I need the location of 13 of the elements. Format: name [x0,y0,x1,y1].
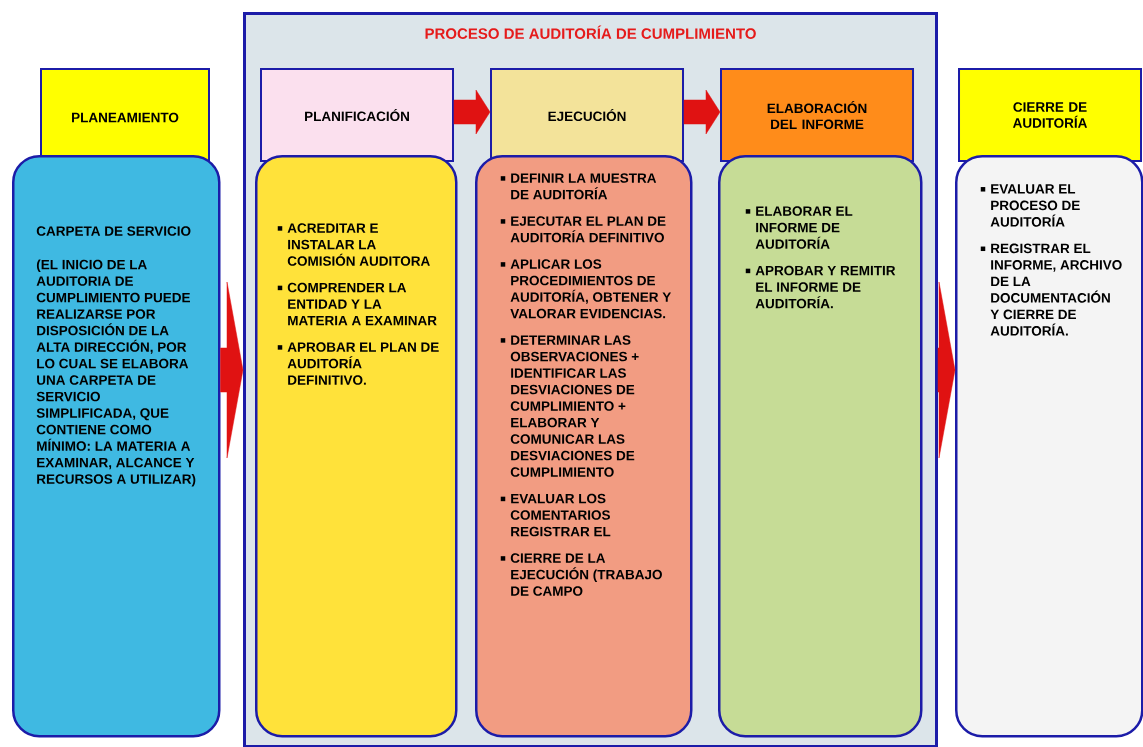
block-arrow [937,281,956,459]
header-box: PLANIFICACIÓN [260,68,454,162]
header-box: EJECUCIÓN [490,68,684,162]
content-box: CARPETA DE SERVICIO (EL INICIO DE LA AUDITORIA DE CUMPLIMIENTO PUEDE REALIZARSE POR DISPOSICIÓN DE LA ALTA DIRECCIÓN, POR LO CUAL SE ELABORA UNA CARPETA DE SERVICIO SIMPLIFICADA, QUE CONTIENE COMO MÍNIMO: LA MATERIA A EXAMINAR, ALCANCE Y RECURSOS A UTILIZAR) [12,155,221,738]
header-box: CIERRE DE AUDITORÍA [958,68,1142,162]
content-box: ELABORAR EL INFORME DE AUDITORÍA APROBAR Y REMITIR EL INFORME DE AUDITORÍA. [718,155,923,738]
header-box: ELABORACIÓN DEL INFORME [720,68,914,162]
content-box: ACREDITAR E INSTALAR LA COMISIÓN AUDITORA COMPRENDER LA ENTIDAD Y LA MATERIA A EXAMINAR APROBAR EL PLAN DE AUDITORÍA DEFINITIVO. [255,155,458,738]
content-box: DEFINIR LA MUESTRA DE AUDITORÍA EJECUTAR EL PLAN DE AUDITORÍA DEFINITIVO APLICAR LOS PROCEDIMIENTOS DE AUDITORÍA, OBTENER Y VALORAR EVIDENCIAS. DETERMINAR LAS OBSERVACIONES + IDENTIFICAR LAS DESVIACIONES DE CUMPLIMIENTO + ELABORAR Y COMUNICAR LAS DESVIACIONES DE CUMPLIMIENTO EVALUAR LOS COMENTARIOS REGISTRAR EL CIERRE DE LA EJECUCIÓN (TRABAJO DE CAMPO [475,155,693,738]
content-box: EVALUAR EL PROCESO DE AUDITORÍA REGISTRAR EL INFORME, ARCHIVO DE LA DOCUMENTACIÓN Y CIERRE DE AUDITORÍA. [955,155,1143,738]
block-arrow [220,281,244,459]
block-arrow [683,89,721,135]
block-arrow [453,89,491,135]
